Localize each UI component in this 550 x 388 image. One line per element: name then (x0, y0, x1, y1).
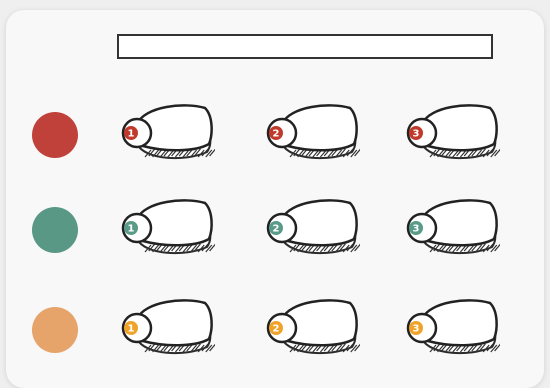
shape-orange-3[interactable]: 3 (400, 295, 500, 365)
shape-orange-2[interactable]: 2 (260, 295, 360, 365)
number-label: 1 (128, 129, 135, 140)
title-box[interactable] (117, 34, 493, 59)
number-label: 3 (413, 129, 420, 140)
shape-teal-3[interactable]: 3 (400, 195, 500, 265)
number-label: 1 (128, 224, 135, 235)
number-label: 2 (273, 224, 280, 235)
color-dot-teal (32, 207, 78, 253)
number-label: 3 (413, 324, 420, 335)
shape-orange-1[interactable]: 1 (115, 295, 215, 365)
number-label: 3 (413, 224, 420, 235)
color-dot-orange (32, 307, 78, 353)
color-dot-red (32, 112, 78, 158)
shape-red-3[interactable]: 3 (400, 100, 500, 170)
number-label: 2 (273, 324, 280, 335)
shape-teal-2[interactable]: 2 (260, 195, 360, 265)
number-label: 1 (128, 324, 135, 335)
shape-red-2[interactable]: 2 (260, 100, 360, 170)
shape-red-1[interactable]: 1 (115, 100, 215, 170)
shape-teal-1[interactable]: 1 (115, 195, 215, 265)
number-label: 2 (273, 129, 280, 140)
